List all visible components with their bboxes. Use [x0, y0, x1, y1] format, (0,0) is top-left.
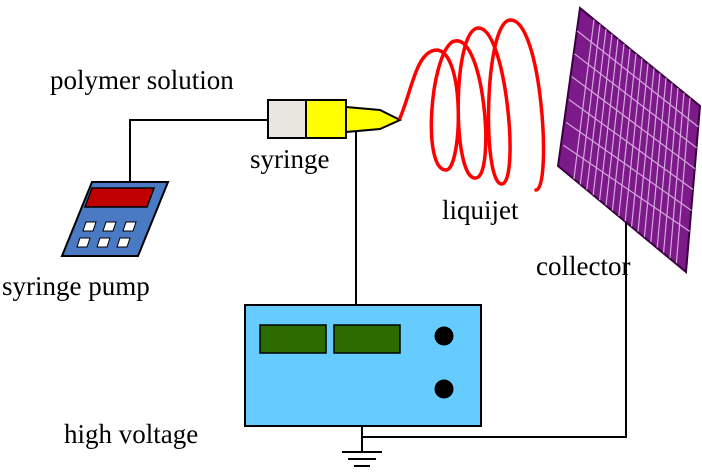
supply-display-right — [333, 324, 401, 354]
label-syringe-pump: syringe pump — [2, 271, 150, 301]
high-voltage-supply-icon — [244, 304, 482, 427]
ground-icon — [342, 451, 382, 467]
supply-display-left — [259, 324, 327, 354]
supply-knob-bottom — [434, 379, 454, 399]
syringe-icon — [267, 99, 403, 139]
syringe-plunger — [267, 99, 307, 139]
syringe-pump-display — [83, 187, 156, 208]
syringe-pump-keypad — [76, 221, 137, 248]
label-high-voltage: high voltage — [64, 419, 198, 449]
label-liquijet: liquijet — [442, 195, 519, 225]
wiring — [129, 119, 627, 452]
supply-knob-top — [434, 326, 454, 346]
syringe-barrel — [305, 99, 347, 139]
label-polymer-solution: polymer solution — [50, 65, 234, 95]
liquid-jet-spiral-icon — [398, 18, 546, 192]
collector-plate-icon — [556, 6, 702, 274]
syringe-needle — [345, 105, 403, 134]
pump-to-syringe-wire — [129, 119, 268, 185]
ground-to-collector-wire — [362, 200, 627, 438]
supply-body — [244, 304, 482, 427]
collector-grid-horizontal — [563, 30, 699, 232]
label-syringe: syringe — [250, 144, 330, 174]
syringe-pump-icon — [60, 181, 170, 257]
label-collector: collector — [536, 251, 630, 281]
